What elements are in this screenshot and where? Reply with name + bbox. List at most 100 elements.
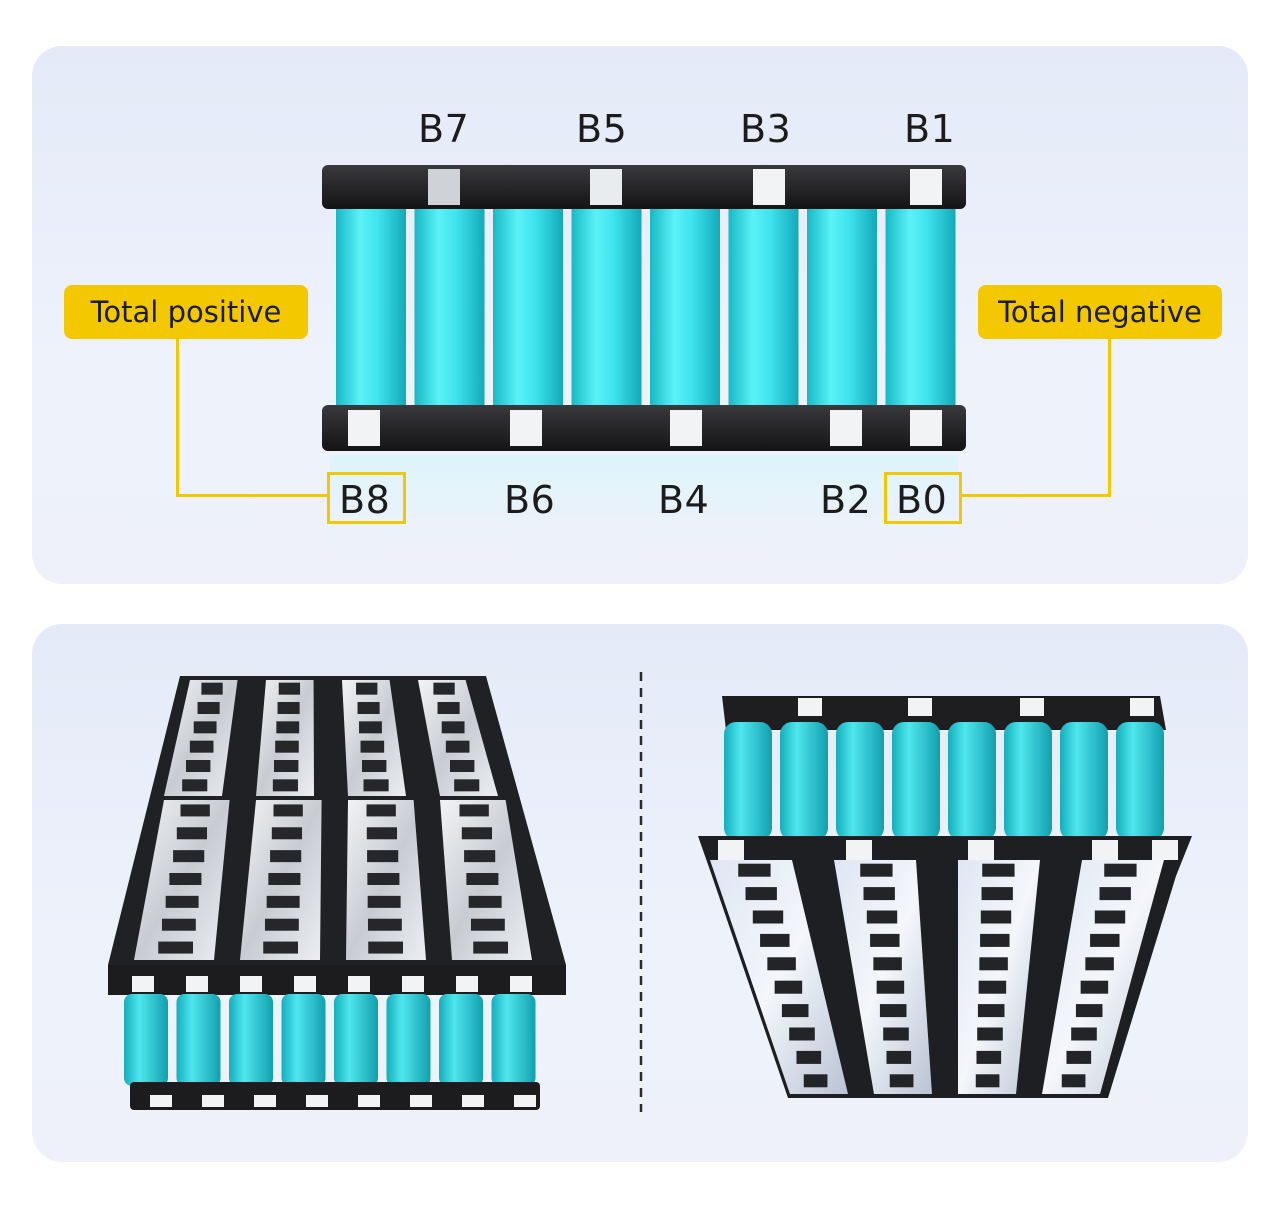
cell [334,994,378,1086]
strip-window [366,804,396,817]
strip-window [270,850,302,863]
strip-window [980,933,1010,947]
strip-window [873,957,902,971]
nickel-tab [462,1095,484,1107]
cell [439,994,483,1086]
cell [948,722,996,840]
strip-window [169,873,202,885]
strip-window [977,1004,1005,1018]
nickel-tab [846,840,872,860]
nickel-tab [348,976,370,992]
nickel-tab [830,410,862,446]
left-pack-lower-holder [130,1082,540,1110]
strip-window [883,1027,909,1041]
strip-window [1071,1027,1097,1041]
cell [724,722,772,840]
strip-window [1061,1074,1086,1088]
strip-window [263,941,299,954]
strip-window [189,740,214,753]
strip-window [273,804,303,817]
total-positive-callout: Total positive [64,285,308,339]
total-negative-callout: Total negative [978,285,1222,339]
strip-window [796,1050,822,1064]
strip-window [454,779,480,792]
strip-window [158,941,194,954]
strip-window [277,702,300,714]
label-b7: B7 [418,107,470,151]
reflection [330,455,958,575]
cell [414,196,485,414]
nickel-tab [1130,698,1154,716]
strip-window [272,779,298,792]
cell [885,196,956,414]
cell [650,196,720,414]
nickel-tab [150,1095,172,1107]
strip-window [774,980,803,994]
cell [892,722,940,840]
cell [807,196,877,414]
nickel-tab [798,698,822,716]
cell [780,722,828,840]
nickel-tab [402,976,424,992]
strip-window [975,1074,1000,1088]
nickel-tab [910,169,942,205]
strip-window [860,863,893,877]
strip-window [978,980,1007,994]
b0-highlight-box [884,472,962,524]
strip-window [197,702,220,714]
label-b6: B6 [504,478,556,522]
strip-window [1066,1050,1092,1064]
nickel-tab [240,976,262,992]
label-b2: B2 [820,478,872,522]
nickel-tab [306,1095,328,1107]
series-pack-front-view [322,165,966,575]
strip-window [275,740,299,753]
strip-window [1090,933,1120,947]
strip-window [473,941,509,954]
strip-window [980,910,1012,924]
cell [281,994,326,1086]
strip-window [362,760,387,772]
right-pack-top-holder [722,696,1166,730]
strip-window [879,1004,907,1018]
strip-window [979,957,1008,971]
nickel-tab [294,976,316,992]
nickel-tab [908,698,932,716]
strip-window [360,740,385,753]
strip-window [366,827,398,840]
strip-window [264,918,299,931]
nickel-tab [186,976,208,992]
cell [229,994,273,1086]
strip-window [886,1050,912,1064]
cell [336,196,406,414]
nickel-tab [510,410,542,446]
cell [836,722,884,840]
strip-window [266,895,300,908]
strip-window [789,1027,815,1041]
strip-window [738,863,771,877]
strip-window [466,873,499,885]
strip-window [745,887,777,901]
strip-window [359,721,382,734]
nickel-tab [1092,840,1118,860]
nickel-tab [514,1095,536,1107]
strip-window [468,895,502,908]
top-holder [322,165,966,209]
strip-window [165,895,199,908]
strip-window [1085,957,1114,971]
strip-window [866,910,898,924]
strip-window [201,682,223,695]
strip-window [459,804,489,817]
label-b1: B1 [904,107,956,151]
nickel-tab [410,1095,432,1107]
nickel-tab [1020,698,1044,716]
strip-window [271,827,303,840]
nickel-tab [428,169,460,205]
strip-window [367,850,399,863]
nickel-tab [202,1095,224,1107]
strip-window [367,918,402,931]
strip-window [1104,863,1137,877]
cell [176,994,221,1086]
strip-window [450,760,475,772]
